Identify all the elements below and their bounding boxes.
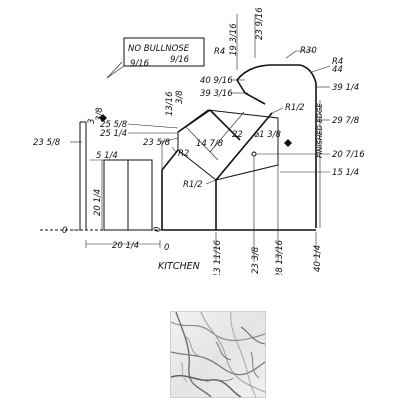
marble-swatch — [170, 311, 266, 398]
kitchen-label: KITCHEN — [158, 261, 200, 272]
dim-23-5-8-left: 23 5/8 — [33, 138, 61, 148]
dim-9-16-left: 9/16 — [130, 59, 150, 69]
dim-19-3-16: 19 3/16 — [229, 23, 239, 56]
dim-25-5-8: 25 5/8 — [100, 120, 128, 130]
no-bullnose-size: 9/16 — [170, 55, 190, 65]
dim-3-8-top: 3/8 — [175, 90, 185, 104]
dim-14-7-8: 14 7/8 — [196, 139, 224, 149]
dim-44: 44 — [332, 65, 343, 75]
no-bullnose-box — [123, 37, 205, 67]
dim-r4-top: R4 — [214, 47, 225, 57]
dim-23-5-8-mid: 23 5/8 — [143, 138, 171, 148]
dim-phi-1-3-8: ⌀1 3/8 — [254, 130, 281, 140]
diamond-marker-left — [99, 114, 107, 122]
dim-40-1-4: 40 1/4 — [313, 245, 323, 272]
dim-3-8: 3/8 — [95, 107, 105, 121]
dim-r1-2-top: R1/2 — [285, 103, 305, 113]
zero-mid: 0 — [153, 227, 163, 232]
diamond-marker-right — [284, 139, 292, 147]
dim-r1-2-bottom: R1/2 — [183, 180, 203, 190]
dim-22: 22 — [232, 130, 243, 140]
dim-20-7-16: 20 7/16 — [332, 150, 365, 160]
dim-3: 3 — [87, 119, 97, 124]
dim-28-13-16: 28 13/16 — [275, 239, 285, 275]
dim-23-9-16: 23 9/16 — [255, 7, 265, 40]
zero-bottom: 0 — [164, 243, 169, 253]
dim-13-16: 13/16 — [165, 91, 175, 116]
dim-r4-right: R4 — [332, 57, 343, 67]
dim-39-3-16: 39 3/16 — [200, 89, 233, 99]
dim-20-1-4-vertical: 20 1/4 — [93, 189, 103, 216]
dim-15-1-4: 15 1/4 — [332, 168, 359, 178]
dim-13-11-16: 13 11/16 — [213, 239, 223, 275]
countertop-diagram: NO BULLNOSE 9/16 9/16 R4 19 3/16 23 9/16… — [33, 7, 365, 275]
dim-29-7-8: 29 7/8 — [332, 116, 360, 126]
finished-edge-label: FINISHED EDGE — [316, 103, 324, 158]
dim-5-1-4: 5 1/4 — [96, 151, 118, 161]
zero-left: 0 — [62, 226, 67, 236]
dim-20-1-4-horizontal: 20 1/4 — [112, 241, 139, 251]
dim-23-3-8: 23 3/8 — [251, 246, 261, 274]
dim-r2: R2 — [178, 149, 189, 159]
dim-25-1-4: 25 1/4 — [100, 129, 127, 139]
dim-40-9-16: 40 9/16 — [200, 76, 233, 86]
dim-39-1-4: 39 1/4 — [332, 83, 359, 93]
no-bullnose-label: NO BULLNOSE — [128, 44, 190, 54]
